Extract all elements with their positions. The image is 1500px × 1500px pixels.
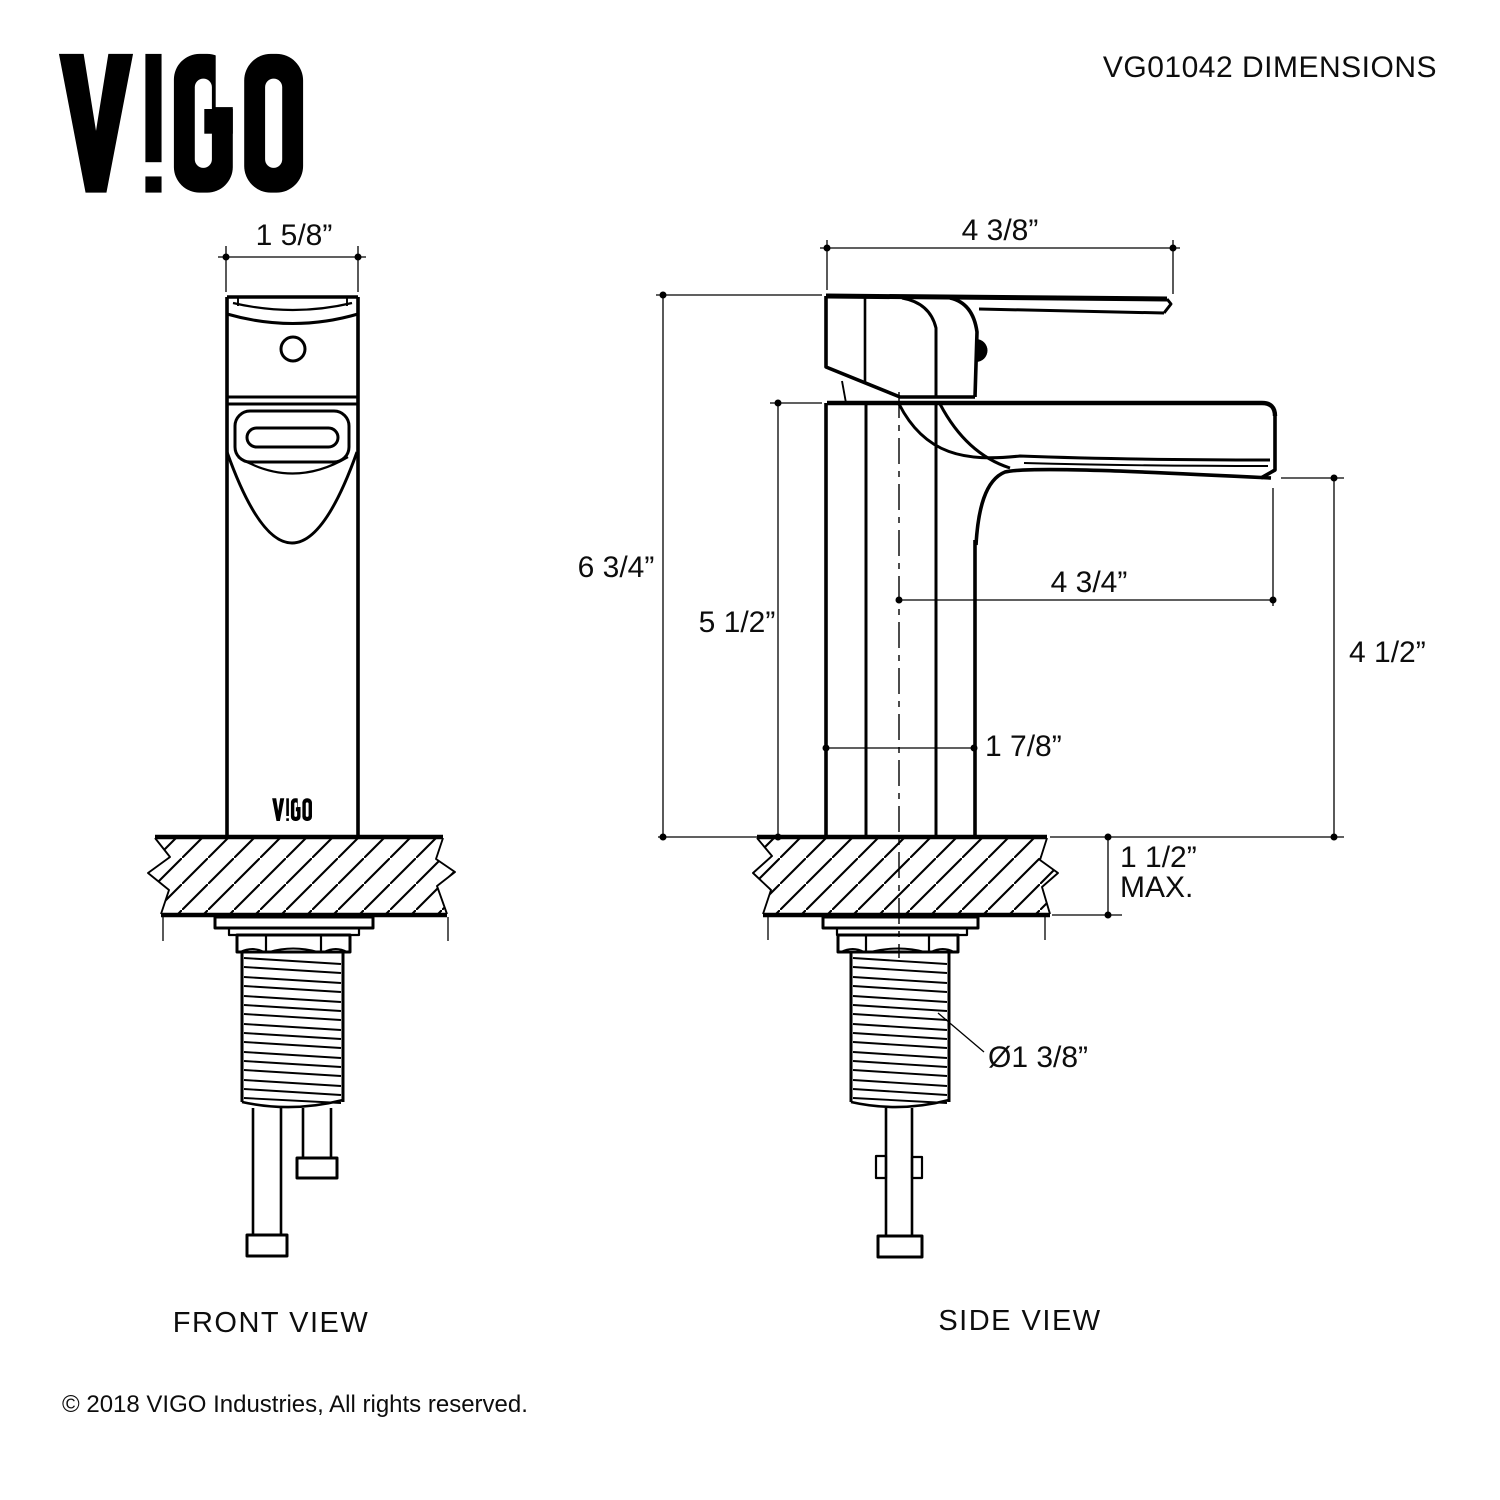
side-shank-diameter-callout: Ø1 3/8” [937, 1012, 1088, 1074]
front-mounting-hardware [213, 915, 375, 1258]
dim-side-spout-reach: 4 3/4” [1051, 566, 1128, 599]
front-countertop-cross-section [147, 834, 456, 941]
dim-side-handle-length: 4 3/8” [962, 214, 1039, 247]
dim-side-overall-height: 6 3/4” [578, 551, 655, 584]
dim-side-spout-tip-height: 4 1/2” [1349, 636, 1426, 669]
side-body-depth-dimension: 1 7/8” [822, 730, 1062, 763]
page-title: VG01042 DIMENSIONS [1103, 51, 1437, 84]
front-body-logo: VIGO [272, 798, 312, 821]
side-countertop-cross-section [752, 834, 1059, 940]
side-view-drawing: 4 3/8” 6 3/4” 5 1/2” 4 3/4” [578, 214, 1426, 1337]
side-handle-length-dimension: 4 3/8” [820, 214, 1180, 294]
dim-front-spout-width: 1 5/8” [256, 219, 333, 252]
side-spout-reach-dimension: 4 3/4” [895, 488, 1277, 606]
dim-side-deck-thickness-suffix: MAX. [1120, 871, 1193, 904]
side-view-label: SIDE VIEW [938, 1305, 1101, 1337]
front-faucet-outline [225, 295, 360, 837]
side-deck-thickness-dimension: 1 1/2” MAX. [1052, 833, 1197, 919]
dim-side-deck-thickness: 1 1/2” [1120, 841, 1197, 874]
side-faucet-outline [824, 293, 1278, 837]
dim-side-shank-diameter: Ø1 3/8” [988, 1041, 1088, 1074]
side-mounting-hardware [821, 915, 980, 1259]
dim-side-spout-top-height: 5 1/2” [699, 606, 776, 639]
front-view-label: FRONT VIEW [173, 1307, 370, 1339]
front-spout-width-dimension: 1 5/8” [218, 219, 366, 292]
dim-side-body-depth: 1 7/8” [985, 730, 1062, 763]
side-overall-height-dimension: 6 3/4” [578, 291, 822, 841]
side-spout-top-height-dimension: 5 1/2” [699, 399, 822, 841]
copyright-text: © 2018 VIGO Industries, All rights reser… [62, 1391, 528, 1418]
side-spout-tip-height-dimension: 4 1/2” [1050, 474, 1426, 841]
vigo-logo: VIGO [58, 52, 304, 193]
side-shank-threads [852, 957, 948, 1104]
front-view-drawing: 1 5/8” VIGO [147, 219, 456, 1339]
front-shank-threads [243, 957, 342, 1104]
